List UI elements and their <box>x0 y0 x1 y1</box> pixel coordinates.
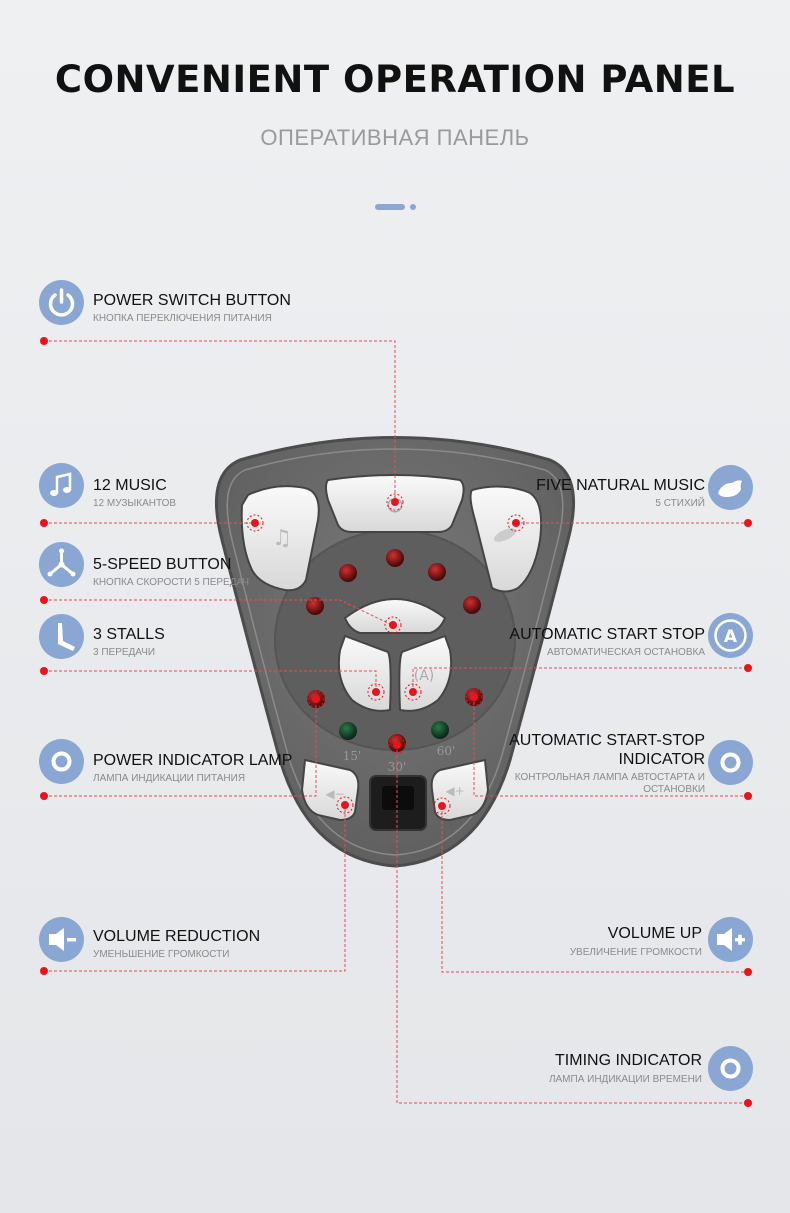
clock-hand-icon <box>39 614 84 659</box>
speed-led-5 <box>463 596 481 614</box>
auto-lamp-hotspot <box>465 688 483 706</box>
power-switch-label: POWER SWITCH BUTTON КНОПКА ПЕРЕКЛЮЧЕНИЯ … <box>93 292 393 325</box>
five-natural-subtitle: 5 СТИХИЙ <box>655 498 705 509</box>
auto-indicator-subtitle-2: ОСТАНОВКИ <box>643 784 705 795</box>
five-natural-title: FIVE NATURAL MUSIC <box>536 477 705 494</box>
power-lamp-title: POWER INDICATOR LAMP <box>93 752 293 769</box>
auto-hotspot <box>404 683 422 701</box>
ring-icon <box>708 740 753 785</box>
volume-up-title: VOLUME UP <box>607 925 702 942</box>
speed-led-3 <box>428 563 446 581</box>
music-hotspot <box>246 514 264 532</box>
marker <box>40 792 48 800</box>
marker <box>744 1099 752 1107</box>
ring-icon <box>39 739 84 784</box>
power-lamp-subtitle: ЛАМПА ИНДИКАЦИИ ПИТАНИЯ <box>93 773 246 784</box>
svg-text:♫: ♫ <box>272 526 292 551</box>
speed-hotspot <box>384 616 402 634</box>
ring-icon <box>708 1046 753 1091</box>
marker <box>40 337 48 345</box>
marker <box>40 596 48 604</box>
marker <box>744 792 752 800</box>
volume-down-icon <box>39 917 84 962</box>
stalls-hotspot <box>367 683 385 701</box>
five-natural-label: FIVE NATURAL MUSIC 5 СТИХИЙ <box>405 477 705 510</box>
volume-up-subtitle: УВЕЛИЧЕНИЕ ГРОМКОСТИ <box>569 947 702 958</box>
power-lamp-label: POWER INDICATOR LAMP ЛАМПА ИНДИКАЦИИ ПИТ… <box>93 752 393 785</box>
auto-start-subtitle: АВТОМАТИЧЕСКАЯ ОСТАНОВКА <box>547 647 705 658</box>
volume-up-icon <box>708 917 753 962</box>
power-lamp-hotspot <box>307 690 325 708</box>
power-switch-subtitle: КНОПКА ПЕРЕКЛЮЧЕНИЯ ПИТАНИЯ <box>93 313 272 324</box>
svg-text:◀−: ◀− <box>325 787 344 801</box>
marker <box>744 968 752 976</box>
marker <box>744 664 752 672</box>
timing-subtitle: ЛАМПА ИНДИКАЦИИ ВРЕМЕНИ <box>548 1074 702 1085</box>
svg-text:◀+: ◀+ <box>445 784 464 798</box>
marker <box>40 519 48 527</box>
timing-title: TIMING INDICATOR <box>555 1052 702 1069</box>
power-hotspot <box>386 493 404 511</box>
nature-hotspot <box>507 514 525 532</box>
auto-indicator-subtitle-1: КОНТРОЛЬНАЯ ЛАМПА АВТОСТАРТА И <box>514 772 705 783</box>
speed5-title: 5-SPEED BUTTON <box>93 556 232 573</box>
speed-led-1 <box>339 564 357 582</box>
stalls3-title: 3 STALLS <box>93 626 165 643</box>
timing-hotspot <box>388 736 406 754</box>
volume-up-hotspot <box>433 797 451 815</box>
auto-start-label: AUTOMATIC START STOP АВТОМАТИЧЕСКАЯ ОСТА… <box>405 626 705 659</box>
svg-text:(A): (A) <box>414 668 435 684</box>
power-icon <box>39 280 84 325</box>
stalls3-label: 3 STALLS 3 ПЕРЕДАЧИ <box>93 626 393 659</box>
svg-text:A: A <box>724 627 738 647</box>
fan-icon <box>39 542 84 587</box>
auto-indicator-title-1: AUTOMATIC START-STOP <box>509 732 705 749</box>
stalls3-subtitle: 3 ПЕРЕДАЧИ <box>93 647 156 658</box>
marker <box>40 667 48 675</box>
volume-down-hotspot <box>336 796 354 814</box>
speed-led-2 <box>386 549 404 567</box>
volume-down-label: VOLUME REDUCTION УМЕНЬШЕНИЕ ГРОМКОСТИ <box>93 928 393 961</box>
marker <box>40 967 48 975</box>
music12-subtitle: 12 МУЗЫКАНТОВ <box>93 498 177 509</box>
timing-label: TIMING INDICATOR ЛАМПА ИНДИКАЦИИ ВРЕМЕНИ <box>402 1052 702 1086</box>
volume-down-subtitle: УМЕНЬШЕНИЕ ГРОМКОСТИ <box>93 949 230 960</box>
speed5-label: 5-SPEED BUTTON КНОПКА СКОРОСТИ 5 ПЕРЕДАЧ <box>93 556 393 589</box>
power-switch-title: POWER SWITCH BUTTON <box>93 292 291 309</box>
music12-title: 12 MUSIC <box>93 477 167 494</box>
volume-down-title: VOLUME REDUCTION <box>93 928 261 945</box>
timer-label-60: 60' <box>437 744 456 758</box>
music-button <box>240 485 320 592</box>
timer-led-60 <box>431 721 449 739</box>
music-note-icon <box>39 463 84 508</box>
volume-up-label: VOLUME UP УВЕЛИЧЕНИЕ ГРОМКОСТИ <box>402 925 702 959</box>
speed-led-4 <box>306 597 324 615</box>
bird-icon <box>708 465 753 510</box>
page-subtitle: ОПЕРАТИВНАЯ ПАНЕЛЬ <box>260 125 530 150</box>
timer-led-15 <box>339 722 357 740</box>
speed-button <box>343 598 447 634</box>
auto-indicator-label: AUTOMATIC START-STOP INDICATOR КОНТРОЛЬН… <box>405 732 705 796</box>
marker <box>744 519 752 527</box>
music12-label: 12 MUSIC 12 МУЗЫКАНТОВ <box>93 477 393 510</box>
page-title: CONVENIENT OPERATION PANEL <box>54 58 736 101</box>
auto-a-icon: A <box>708 613 753 658</box>
speed5-subtitle: КНОПКА СКОРОСТИ 5 ПЕРЕДАЧ <box>93 577 250 588</box>
auto-start-title: AUTOMATIC START STOP <box>509 626 705 643</box>
timer-label-15: 15' <box>343 749 362 763</box>
auto-indicator-title-2: INDICATOR <box>618 751 705 768</box>
